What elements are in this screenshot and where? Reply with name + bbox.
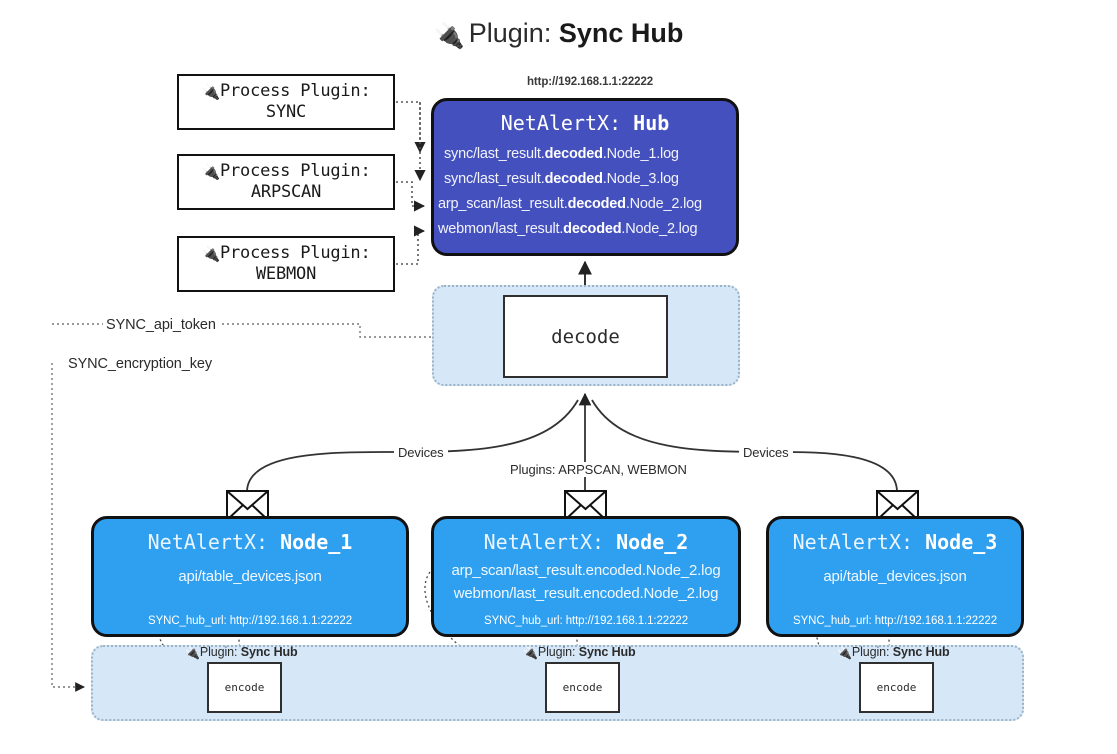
encode-box-node-3[interactable]: encode — [859, 662, 934, 713]
edge-label-devices-right: Devices — [739, 445, 793, 460]
decode-box[interactable]: decode — [503, 295, 668, 378]
page-title-name: Sync Hub — [558, 18, 684, 48]
process-plugin-label: 🔌Process Plugin: — [201, 81, 371, 102]
node-title: NetAlertX: Node_2 — [483, 530, 689, 554]
process-plugin-label: 🔌Process Plugin: — [201, 243, 371, 264]
node-box-node-2[interactable]: NetAlertX: Node_2 arp_scan/last_result.e… — [431, 516, 741, 637]
hub-title: NetAlertX: Hub — [500, 111, 670, 135]
plug-icon: 🔌 — [201, 83, 220, 102]
config-label-api-token: SYNC_api_token — [103, 317, 219, 333]
process-plugin-name: SYNC — [265, 102, 307, 122]
node-box-node-1[interactable]: NetAlertX: Node_1 api/table_devices.json… — [91, 516, 409, 637]
edge-label-devices-left: Devices — [394, 445, 448, 460]
page-title-prefix: Plugin: — [468, 18, 559, 48]
node-box-node-3[interactable]: NetAlertX: Node_3 api/table_devices.json… — [766, 516, 1024, 637]
node-hub-url: SYNC_hub_url: http://192.168.1.1:22222 — [793, 615, 997, 627]
process-plugin-name: WEBMON — [255, 264, 317, 284]
plugin-tag-sync-hub: 🔌Plugin: Sync Hub — [185, 645, 298, 660]
encode-box-node-1[interactable]: encode — [207, 662, 282, 713]
hub-log-line: sync/last_result.decoded.Node_1.log — [444, 146, 679, 162]
process-plugin-name: ARPSCAN — [250, 182, 322, 202]
page-title: 🔌Plugin: Sync Hub — [0, 18, 1117, 51]
plugin-tag-sync-hub: 🔌Plugin: Sync Hub — [837, 645, 950, 660]
edge-label-plugins-center: Plugins: ARPSCAN, WEBMON — [506, 462, 691, 477]
config-label-encryption-key: SYNC_encryption_key — [65, 356, 215, 372]
node-title: NetAlertX: Node_3 — [792, 530, 998, 554]
encode-box-node-2[interactable]: encode — [545, 662, 620, 713]
process-plugin-box-arpscan[interactable]: 🔌Process Plugin: ARPSCAN — [177, 154, 395, 210]
node-hub-url: SYNC_hub_url: http://192.168.1.1:22222 — [484, 615, 688, 627]
node-data-line: arp_scan/last_result.encoded.Node_2.log — [451, 562, 721, 579]
hub-node-box[interactable]: NetAlertX: Hub sync/last_result.decoded.… — [431, 98, 739, 256]
node-data-line: api/table_devices.json — [178, 568, 322, 585]
node-lines: api/table_devices.json — [769, 565, 1021, 588]
node-data-line: webmon/last_result.encoded.Node_2.log — [453, 585, 719, 603]
plug-icon: 🔌 — [201, 245, 220, 264]
node-lines: arp_scan/last_result.encoded.Node_2.log … — [434, 559, 738, 606]
plug-icon: 🔌 — [523, 646, 538, 660]
hub-log-line: sync/last_result.decoded.Node_3.log — [444, 171, 679, 188]
hub-log-line: webmon/last_result.decoded.Node_2.log — [438, 221, 698, 238]
node-data-line: api/table_devices.json — [823, 568, 967, 585]
node-title: NetAlertX: Node_1 — [147, 530, 353, 554]
plug-icon: 🔌 — [837, 646, 852, 660]
node-hub-url: SYNC_hub_url: http://192.168.1.1:22222 — [148, 615, 352, 627]
process-plugin-box-webmon[interactable]: 🔌Process Plugin: WEBMON — [177, 236, 395, 292]
plug-icon: 🔌 — [185, 646, 200, 660]
plug-icon: 🔌 — [201, 163, 220, 182]
process-plugin-box-sync[interactable]: 🔌Process Plugin: SYNC — [177, 74, 395, 130]
plugin-tag-sync-hub: 🔌Plugin: Sync Hub — [523, 645, 636, 660]
plug-icon: 🔌 — [433, 22, 465, 50]
node-lines: api/table_devices.json — [94, 565, 406, 588]
hub-url-label: http://192.168.1.1:22222 — [526, 76, 654, 88]
hub-log-line: arp_scan/last_result.decoded.Node_2.log — [438, 196, 702, 213]
process-plugin-label: 🔌Process Plugin: — [201, 161, 371, 182]
